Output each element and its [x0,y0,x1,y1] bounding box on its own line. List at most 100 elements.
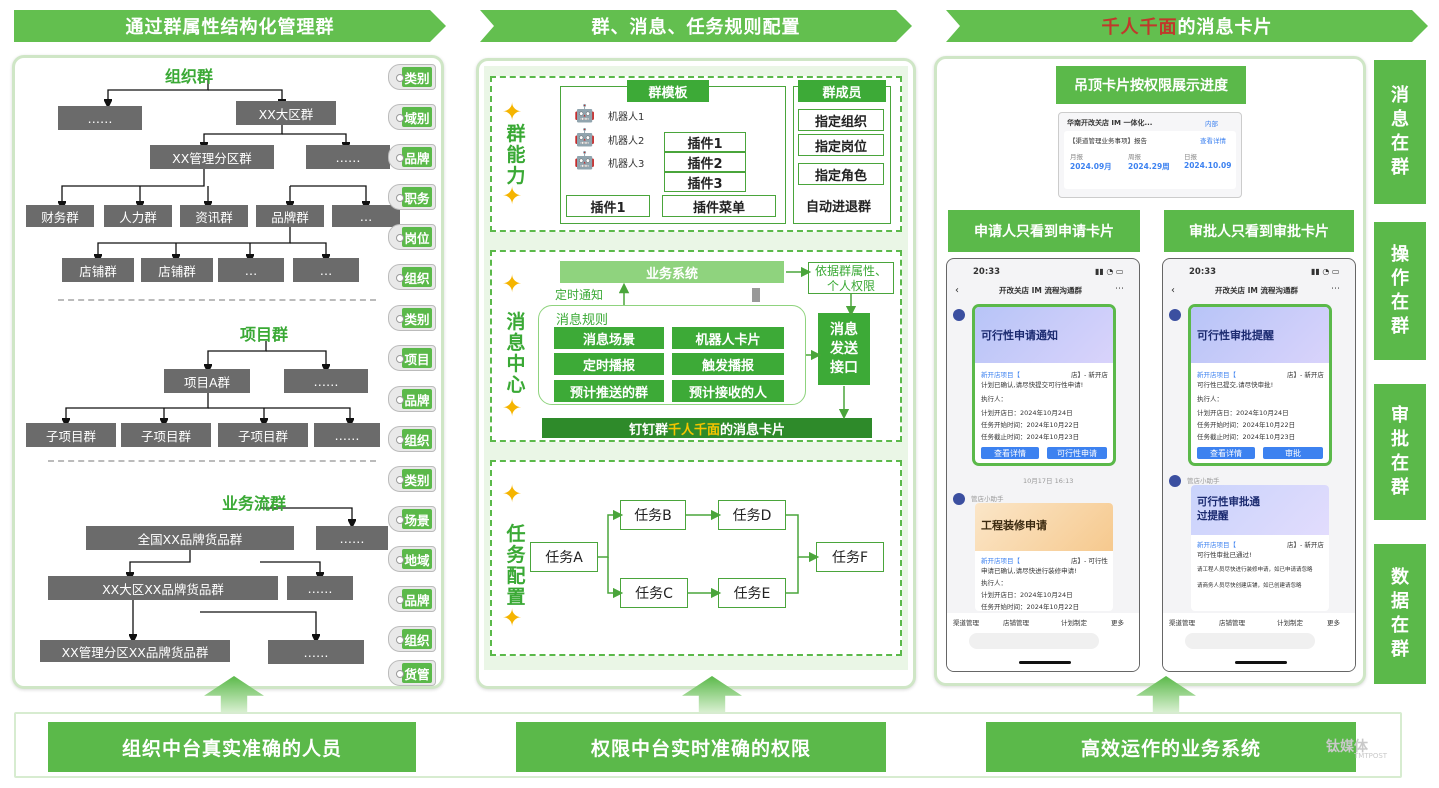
card-line: 店】- 可行性 [1071,557,1108,565]
bot-avatar [1169,475,1181,487]
card-line: 店】- 新开店 [1287,541,1324,549]
message-input[interactable] [969,633,1099,649]
robot-icon: 🤖 [574,151,596,171]
bottom-tab[interactable]: 店铺管理 [1219,619,1245,627]
card-field: 计划开店日：2024年10月24日 [981,409,1073,417]
header-structure: 通过群属性结构化管理群 [14,10,446,42]
flow-box-ellipsis: …… [316,526,388,550]
org-box-ellipsis: …… [306,145,390,169]
flow-box-region: XX大区XX品牌货品群 [48,576,278,600]
mini-report: 【渠道管理业务事项】报告 查看详情 月报 2024.09月 周报 2024.29… [1064,131,1236,189]
star-icon: ✦ [502,182,523,210]
org-box-store: 店铺群 [62,258,134,282]
chat-title: 开改关店 IM 流程沟通群 [999,286,1082,295]
feasibility-apply-button[interactable]: 可行性申请 [1047,447,1107,459]
mini-card-screenshot: 华南开改关店 IM 一体化... 内部 【渠道管理业务事项】报告 查看详情 月报… [1058,112,1242,198]
back-icon[interactable]: ‹ [955,285,959,296]
mini-more-link[interactable]: 查看详情 [1200,137,1226,145]
bottom-tab[interactable]: 店铺管理 [1003,619,1029,627]
bottom-tab[interactable]: 计划制定 [1061,619,1087,627]
task-node: 任务B [620,500,686,530]
card-line: 新开店项目【 [981,371,1020,379]
foundation-business: 高效运作的业务系统 [986,722,1356,772]
mini-col-value: 2024.29周 [1128,162,1170,171]
star-icon: ✦ [502,394,523,422]
card-field: 执行人： [1197,395,1223,403]
applicant-phone: 20:33 ▮▮ ◔ ▭ ‹ 开改关店 IM 流程沟通群 ⋯ 可行性申请通知 新… [946,258,1140,672]
star-icon: ✦ [502,270,523,298]
attr-tag: 品牌 [388,144,436,170]
attr-tag: 岗位 [388,224,436,250]
card-title: 工程装修申请 [981,519,1047,532]
proj-box-sub: 子项目群 [121,423,211,447]
attr-tag: 组织 [388,264,436,290]
approver-phone: 20:33 ▮▮ ◔ ▭ ‹ 开改关店 IM 流程沟通群 ⋯ 可行性审批提醒 新… [1162,258,1356,672]
feasibility-review-card: 可行性审批提醒 新开店项目【 店】- 新开店 可行性已提交,请尽快审批! 执行人… [1188,304,1332,466]
plugin-menu-box: 插件菜单 [662,195,776,217]
bottom-tab[interactable]: 更多 [1111,619,1124,627]
attr-tag: 地域 [388,546,436,572]
bot-avatar [1169,309,1181,321]
attr-tag: 组织 [388,626,436,652]
card-field: 任务开始时间：2024年10月22日 [981,421,1080,429]
approver-caption: 审批人只看到审批卡片 [1164,210,1354,252]
feasibility-apply-card: 可行性申请通知 新开店项目【 店】- 新开店 计划已确认,请尽快提交可行性申请!… [972,304,1116,466]
proj-box-sub: 子项目群 [218,423,308,447]
card-field: 请工程人员尽快进行装修申请，如已申请请忽略 [1197,567,1313,573]
attr-tag: 类别 [388,305,436,331]
bottom-tab[interactable]: 渠道管理 [1169,619,1195,627]
org-box-hr: 人力群 [104,205,172,227]
bottom-tab[interactable]: 渠道管理 [953,619,979,627]
message-input[interactable] [1185,633,1315,649]
view-details-button[interactable]: 查看详情 [981,447,1039,459]
plugin-box: 插件2 [664,152,746,172]
org-box-district: XX管理分区群 [150,145,274,169]
foundation-permission: 权限中台实时准确的权限 [516,722,886,772]
more-icon[interactable]: ⋯ [1115,284,1124,294]
view-details-button[interactable]: 查看详情 [1197,447,1255,459]
robot-icon: 🤖 [574,104,596,124]
flow-box-ellipsis: …… [268,640,364,664]
template-title: 群模板 [627,80,709,102]
org-group-title: 组织群 [165,67,214,86]
org-box-finance: 财务群 [26,205,94,227]
card-field: 任务开始时间：2024年10月22日 [1197,421,1296,429]
card-line: 新开店项目【 [981,557,1020,565]
plugin-box: 插件1 [664,132,746,152]
side-label-operation: 操作在群 [1374,222,1426,360]
back-icon[interactable]: ‹ [1171,285,1175,296]
approve-button[interactable]: 审批 [1263,447,1323,459]
side-label-message: 消息在群 [1374,60,1426,204]
card-field: 任务开始时间：2024年10月22日 [981,603,1080,611]
card-banner [1191,307,1329,363]
capability-label: 群能力 [506,123,526,187]
top-card-caption: 吊顶卡片按权限展示进度 [1056,66,1246,104]
rule-item: 消息场景 [554,327,664,349]
card-field: 计划开店日：2024年10月24日 [1197,409,1289,417]
members-title: 群成员 [798,80,886,102]
chat-timestamp: 10月17日 16:13 [1023,477,1074,485]
plugin-box: 插件1 [566,195,650,217]
task-node: 任务D [718,500,786,530]
attr-tag: 货管 [388,660,436,686]
attr-tag: 品牌 [388,386,436,412]
mini-report-title: 【渠道管理业务事项】报告 [1069,137,1147,145]
bottom-tab[interactable]: 计划制定 [1277,619,1303,627]
home-indicator [1235,661,1287,664]
star-icon: ✦ [502,480,523,508]
proj-box-ellipsis: …… [314,423,380,447]
send-api-box: 消息发送接口 [818,313,870,385]
bottom-tab[interactable]: 更多 [1327,619,1340,627]
more-icon[interactable]: ⋯ [1331,284,1340,294]
rule-item: 触发播报 [672,353,784,375]
org-box-more: … [293,258,359,282]
org-box-ellipsis: …… [58,106,142,130]
card-field: 请商务人员尽快创建店铺，如已创建请忽略 [1197,583,1302,589]
proj-box-a: 项目A群 [164,369,250,393]
foundation-bar [14,712,1402,778]
foundation-org: 组织中台真实准确的人员 [48,722,416,772]
card-line: 新开店项目【 [1197,371,1236,379]
rule-item: 机器人卡片 [672,327,784,349]
status-icons: ▮▮ ◔ ▭ [1311,267,1340,276]
